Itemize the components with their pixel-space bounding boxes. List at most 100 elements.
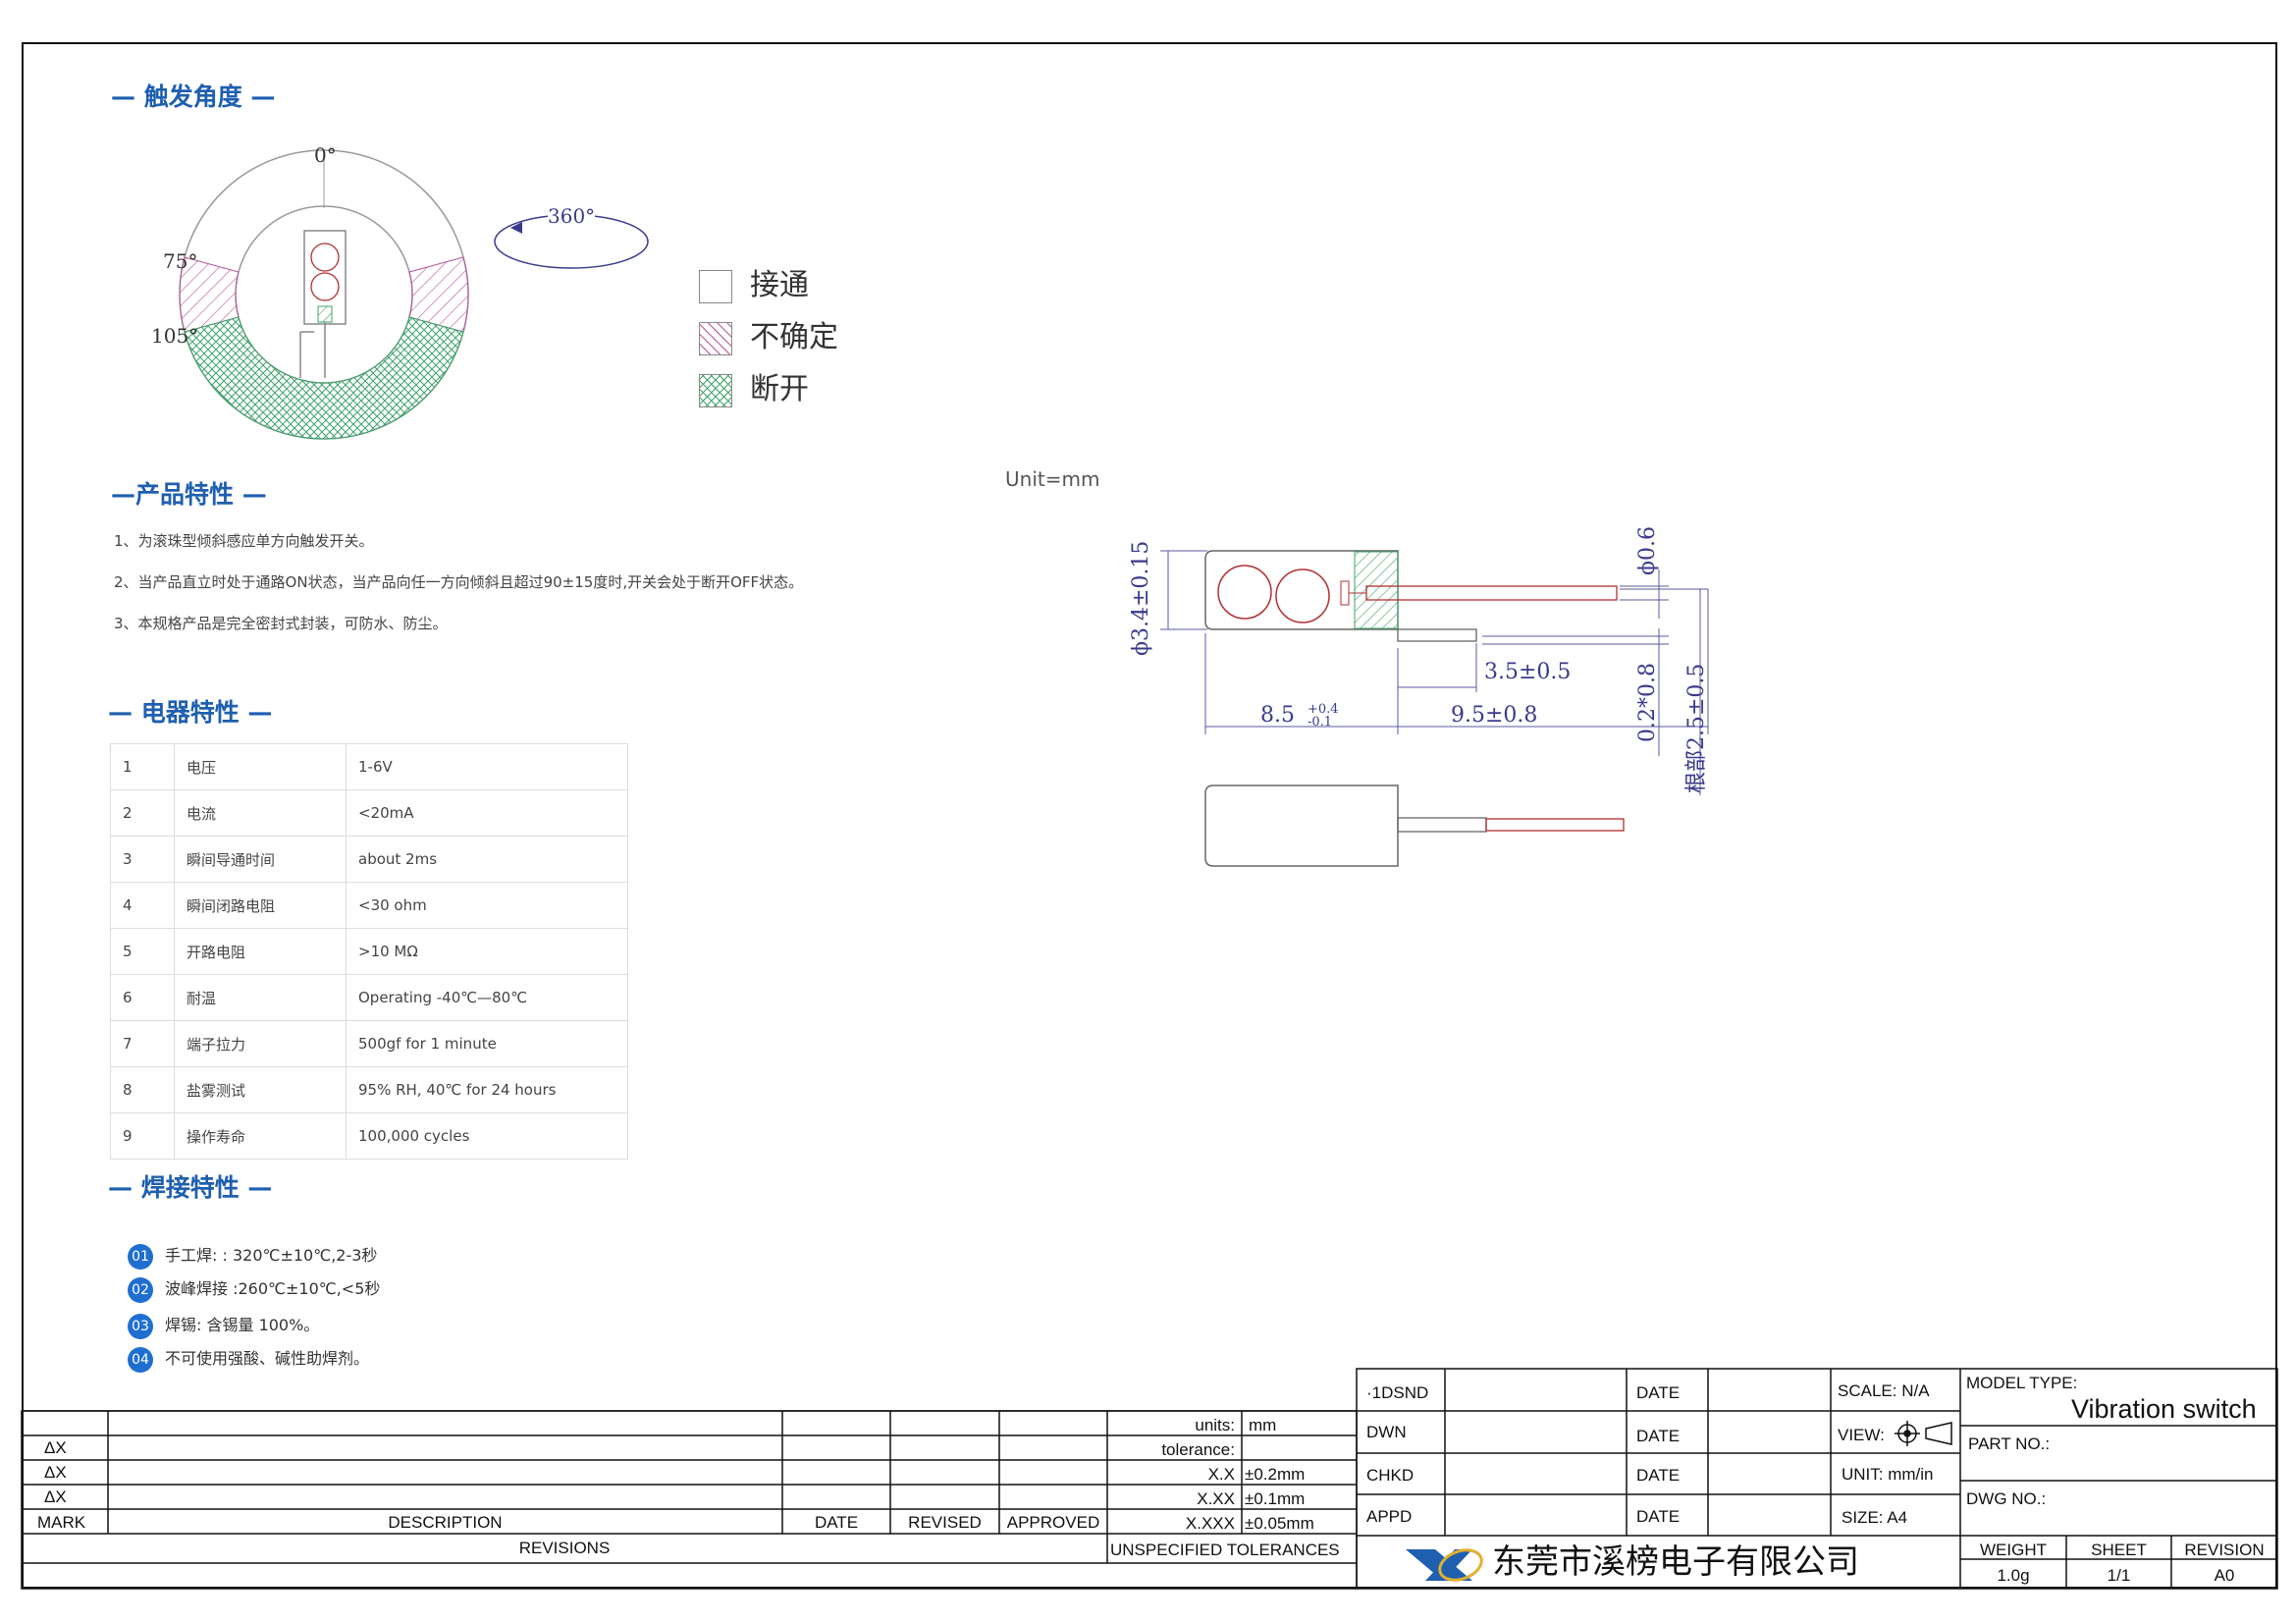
spec-name: 瞬间闭路电阻 (174, 882, 347, 929)
angle-label-75: 75° (163, 249, 198, 273)
part-no-label: PART NO.: (1968, 1434, 2051, 1453)
spec-no: 4 (110, 882, 175, 929)
spec-no: 9 (110, 1112, 175, 1160)
spec-value: about 2ms (346, 836, 628, 883)
rev-row-mark: ΔX (44, 1438, 67, 1457)
sign-row-label: ·1DSND (1366, 1383, 1429, 1402)
tol-value: ±0.1mm (1245, 1489, 1306, 1508)
sign-row-label: APPD (1366, 1507, 1413, 1526)
projection-symbol-icon (1895, 1421, 1952, 1446)
angle-label-0: 0° (314, 143, 337, 167)
weight-value: 1.0g (1997, 1566, 2030, 1585)
dim-pin-thickness: 0.2*0.8 (1635, 663, 1660, 742)
spec-value: >10 MΩ (346, 928, 628, 975)
unit-label: UNIT: mm/in (1842, 1465, 1934, 1484)
switch-side-view (1160, 550, 1709, 867)
spec-name: 耐温 (174, 974, 347, 1021)
section-title-features: —产品特性 — (111, 480, 267, 509)
dim-root: 根部2.5±0.5 (1684, 663, 1709, 793)
model-type-label: MODEL TYPE: (1966, 1374, 2078, 1392)
revision-label: REVISION (2184, 1541, 2265, 1559)
spec-value: Operating -40℃—80℃ (346, 974, 628, 1021)
date-header: DATE (814, 1513, 859, 1532)
angle-label-105: 105° (151, 324, 199, 348)
units-value: mm (1249, 1416, 1277, 1434)
revised-header: REVISED (908, 1513, 982, 1532)
revisions-label: REVISIONS (518, 1539, 611, 1557)
angle-diagram (179, 149, 649, 440)
description-header: DESCRIPTION (388, 1513, 503, 1532)
mark-header: MARK (37, 1513, 86, 1532)
spec-name: 瞬间导通时间 (174, 836, 347, 883)
spec-no: 2 (110, 789, 175, 837)
spec-no: 6 (110, 974, 175, 1021)
company-name: 东莞市溪榜电子有限公司 (1492, 1542, 1859, 1582)
rev-row-mark: ΔX (44, 1488, 67, 1506)
rotation-label: 360° (548, 204, 596, 228)
legend-swatch-uncertain (699, 322, 732, 355)
spec-name: 电压 (174, 743, 347, 790)
date-label: DATE (1636, 1466, 1681, 1485)
sign-row-label: DWN (1366, 1423, 1407, 1441)
size-label: SIZE: A4 (1842, 1508, 1908, 1527)
spec-no: 8 (110, 1066, 175, 1113)
spec-name: 盐雾测试 (174, 1066, 347, 1113)
dwg-no-label: DWG NO.: (1966, 1489, 2047, 1508)
scale-label: SCALE: N/A (1838, 1381, 1930, 1400)
weight-label: WEIGHT (1980, 1541, 2047, 1559)
spec-no: 5 (110, 928, 175, 975)
company-logo-icon (1406, 1548, 1483, 1582)
feature-item: 2、当产品直立时处于通路ON状态，当产品向任一方向倾斜且超过90±15度时,开关… (114, 573, 804, 591)
feature-item: 3、本规格产品是完全密封式封装，可防水、防尘。 (114, 615, 448, 632)
unspecified-tolerances-label: UNSPECIFIED TOLERANCES (1110, 1541, 1340, 1559)
legend-item-uncertain: 不确定 (699, 312, 838, 355)
spec-value: 95% RH, 40℃ for 24 hours (346, 1066, 628, 1113)
tol-value: ±0.05mm (1245, 1514, 1314, 1533)
model-type-value: Vibration switch (2071, 1394, 2257, 1424)
approved-header: APPROVED (1006, 1513, 1100, 1532)
tolerance-label: tolerance: (1161, 1440, 1235, 1459)
spec-no: 3 (110, 836, 175, 883)
legend-item-on: 接通 (699, 260, 809, 303)
sign-row-label: CHKD (1366, 1466, 1415, 1485)
spec-name: 端子拉力 (174, 1020, 347, 1067)
dim-pin-long: 9.5±0.8 (1451, 703, 1538, 728)
section-title-electrical: — 电器特性 — (108, 698, 273, 727)
tol-key: X.X (1207, 1465, 1235, 1484)
spec-no: 7 (110, 1020, 175, 1067)
spec-name: 操作寿命 (174, 1112, 347, 1160)
legend-swatch-off (699, 374, 732, 407)
title-block-grid (21, 1368, 2278, 1590)
spec-name: 电流 (174, 789, 347, 837)
legend-item-off: 断开 (699, 364, 809, 407)
units-label: units: (1195, 1416, 1235, 1434)
date-label: DATE (1636, 1383, 1681, 1402)
date-label: DATE (1636, 1427, 1681, 1445)
sheet-value: 1/1 (2107, 1566, 2131, 1585)
tol-key: X.XX (1197, 1489, 1235, 1508)
tol-key: X.XXX (1185, 1514, 1235, 1533)
sheet-label: SHEET (2091, 1541, 2147, 1559)
spec-value: 1-6V (346, 743, 628, 790)
feature-item: 1、为滚珠型倾斜感应单方向触发开关。 (114, 532, 374, 550)
spec-name: 开路电阻 (174, 928, 347, 975)
spec-value: 500gf for 1 minute (346, 1020, 628, 1067)
view-label: VIEW: (1838, 1426, 1885, 1444)
dim-body-length: 8.5 +0.4-0.1 (1260, 702, 1339, 730)
tol-value: ±0.2mm (1245, 1465, 1306, 1484)
drawing-frame (22, 42, 2277, 1589)
